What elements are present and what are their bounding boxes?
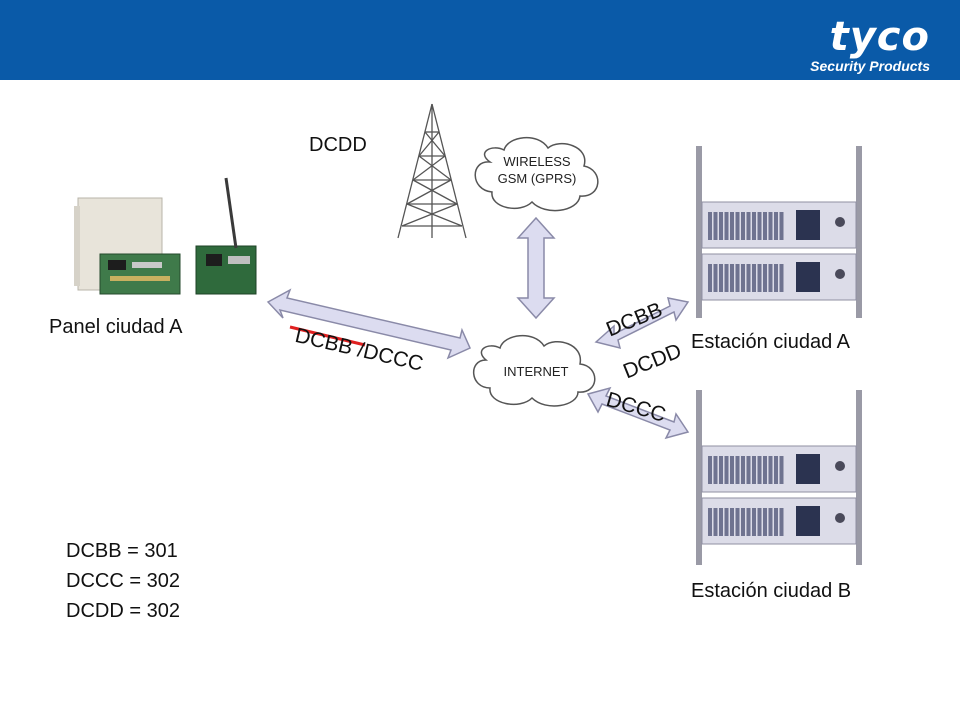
- arrow-panel-internet: [266, 288, 471, 360]
- legend: DCBB = 301 DCCC = 302 DCDD = 302: [66, 536, 180, 626]
- arrow-wireless-internet: [516, 216, 556, 320]
- arrow-internet-station-a: [594, 297, 690, 350]
- wireless-cloud-line-2: GSM (GPRS): [498, 171, 577, 186]
- tower-link-label: DCDD: [309, 134, 367, 156]
- legend-item: DCBB = 301: [66, 540, 178, 562]
- radio-tower-icon: [397, 103, 467, 239]
- station-b-rack-image: [696, 390, 862, 565]
- wireless-cloud-icon: WIRELESS GSM (GPRS): [474, 137, 599, 212]
- tyco-logo: tyco Security Products: [810, 14, 930, 74]
- station-a-label: Estación ciudad A: [691, 331, 850, 353]
- internet-cloud-label: INTERNET: [504, 364, 569, 379]
- panel-label: Panel ciudad A: [49, 316, 183, 338]
- internet-cloud-icon: INTERNET: [472, 335, 596, 407]
- header-bar: tyco Security Products: [0, 0, 960, 80]
- station-b-label: Estación ciudad B: [691, 580, 852, 602]
- legend-item: DCCC = 302: [66, 570, 180, 592]
- strike-line: [289, 325, 366, 347]
- brand-name: tyco: [829, 14, 930, 60]
- station-a-rack-image: [696, 146, 862, 318]
- arrow-internet-station-b: [586, 386, 690, 440]
- alarm-panel-image: [74, 177, 257, 295]
- wireless-cloud-line-1: WIRELESS: [503, 154, 571, 169]
- brand-subtitle: Security Products: [810, 58, 930, 74]
- legend-item: DCDD = 302: [66, 600, 180, 622]
